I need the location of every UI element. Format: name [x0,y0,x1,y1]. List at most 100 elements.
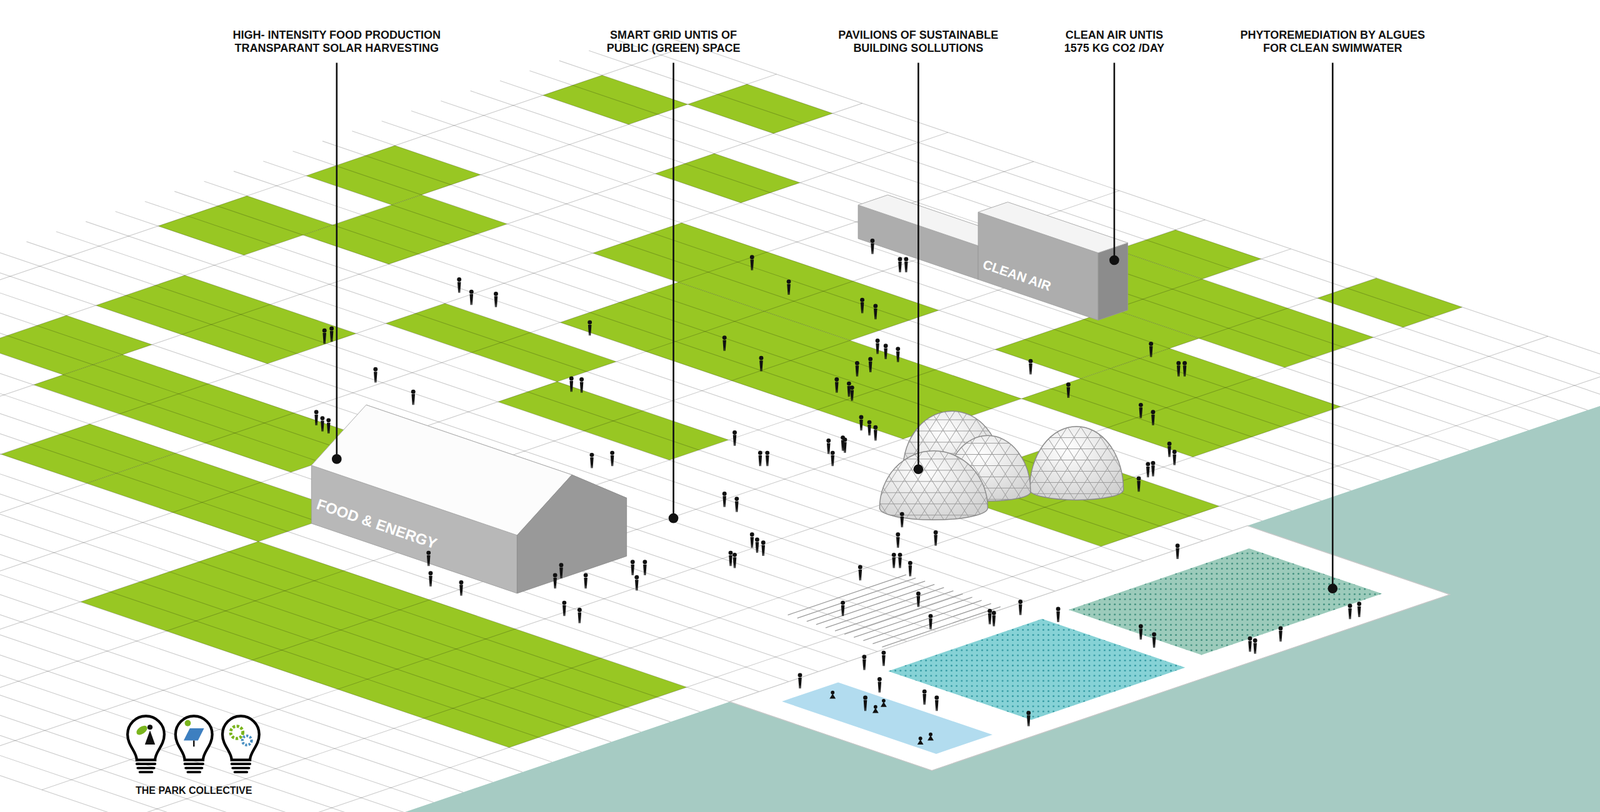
person-body [1183,365,1187,377]
lattice-line [1021,403,1185,658]
person-body [863,700,868,712]
person-head [569,376,574,381]
person-head [840,601,845,606]
lattice-line [770,537,1097,539]
lattice-line [1041,303,1205,559]
lattice-line [933,320,1097,575]
person-head [875,338,880,344]
lattice-line [788,375,1115,376]
person-body [580,381,584,393]
person [881,651,886,667]
lattice-line [846,301,1010,557]
geodesic-dome [797,270,1185,658]
person-head [722,335,727,340]
lattice-line [1003,335,1167,590]
grid-line [588,50,1600,401]
lattice-line [898,379,1062,634]
lattice-line [770,560,1097,561]
person-body [875,343,880,354]
person-head [326,418,331,423]
person [456,277,462,294]
person [898,553,903,569]
grid-line [0,291,907,642]
icon-gear [242,736,252,746]
person [826,438,831,455]
grid-line [529,70,1559,421]
person-body [928,618,933,630]
bulb-glass [175,716,213,760]
lattice-line [770,458,1097,460]
person-body [841,605,845,617]
person-body [588,325,592,336]
person-body [1139,629,1144,640]
person [1167,441,1172,458]
person-body [900,516,904,528]
lattice-line [770,358,1097,359]
swimmer [829,691,836,700]
person-body [873,308,878,320]
person-head [734,496,739,502]
lattice-line [770,414,1097,415]
lattice-line [753,409,917,664]
lattice-line [826,290,990,545]
person-head [933,530,939,535]
grid-line [351,131,1381,482]
person-head [873,304,878,309]
lattice-line [858,306,1022,561]
lattice-line [788,554,1115,555]
lattice-line [762,300,926,555]
person [1018,600,1023,616]
person-head [1253,638,1258,644]
lattice-line [770,470,1097,471]
lattice-line [1061,369,1225,624]
bulb-base [185,763,204,766]
person-body [1357,606,1362,618]
person [722,491,727,508]
lattice-line [1070,375,1234,630]
box-top [978,202,1128,254]
lattice-line [898,325,1062,580]
person-body [1028,363,1033,375]
person-head [411,390,416,395]
person-body [570,381,574,392]
lattice-line [913,572,1240,574]
person-head [1066,382,1071,387]
person-head [855,361,860,366]
person-head [1138,403,1144,408]
lattice-line [1031,352,1195,607]
lattice-line [1080,380,1244,635]
person-head [579,377,584,382]
person-head [426,551,431,556]
lattice-line [913,381,1240,382]
lattice-line [788,543,1115,544]
person-head [846,381,852,387]
leader-line [335,63,338,460]
person-body [1146,466,1150,478]
grid-line [0,281,937,632]
grid-line [0,301,878,652]
logo-bulbs [127,716,260,773]
lattice-line [879,368,1043,623]
lattice-line [824,398,1151,399]
lattice-line [788,352,1115,354]
lattice-line [879,336,1043,592]
food-energy-building [311,405,627,594]
person-body [553,578,557,589]
person [908,561,913,577]
lattice-line [830,340,994,595]
stair-step [816,585,935,625]
stair-step [844,594,963,635]
algae-pool [888,619,1185,721]
bulb-glass [222,716,260,760]
person [859,415,864,432]
person [553,573,558,590]
waterfront-platform [729,526,1450,772]
lattice-line [913,347,1240,349]
person [900,512,905,529]
person-body [1018,604,1023,615]
person-head [1145,462,1150,467]
person-head [642,560,647,565]
lattice-line [972,298,1136,553]
lattice-line [824,386,1151,388]
lattice-line [791,317,955,572]
